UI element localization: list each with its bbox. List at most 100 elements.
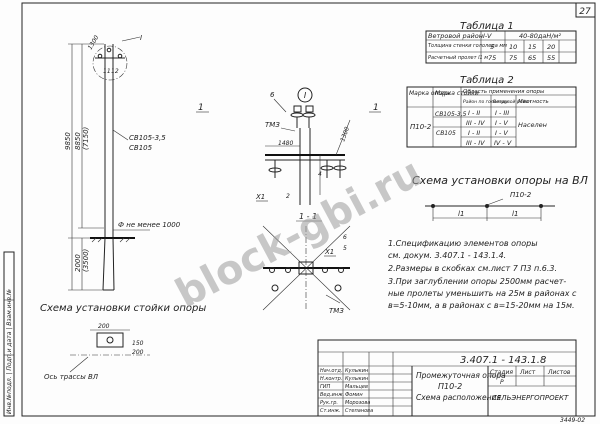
notes: 1.Спецификацию элементов опоры см. докум… <box>388 239 577 310</box>
tb-staff-4-role: Рук.гр. <box>320 400 338 406</box>
table1-r1-c1: 5 <box>490 43 494 51</box>
table1-r2-c2: 75 <box>509 54 517 62</box>
table2-r1-c3: I - V <box>495 119 508 127</box>
scheme-stand-title: Схема установки стойки опоры <box>40 303 206 314</box>
section-mark-left: 1 <box>198 103 204 113</box>
table1-r2-c4: 55 <box>547 54 555 62</box>
tb-staff-3-name: Фомин <box>345 392 363 398</box>
note-line-4: 3.При заглублении опоры 2500мм расчет- <box>388 277 566 286</box>
tb-doc-code: 3.407.1 - 143.1.8 <box>460 355 546 366</box>
section-marks: 1 1 <box>196 103 381 113</box>
note-line-2: см. докум. 3.407.1 - 143.1.4. <box>388 251 506 260</box>
pole-dim-9850: 9850 <box>64 132 72 150</box>
table2-pole-mark: П10-2 <box>410 123 432 131</box>
view-i-x1: X1 <box>255 193 265 201</box>
table1: Ветровой район I-V 40-80даН/м² Толщина с… <box>425 30 577 64</box>
table1-r0-c3: 40-80даН/м² <box>519 32 561 40</box>
table1-r1-c3: 15 <box>528 43 536 51</box>
table2: Марка опоры Марка стойки Область примене… <box>406 86 577 148</box>
view-i: I 6 ТМЗ 1480 1300 X1 4 2 <box>255 87 351 205</box>
tb-org: СЕЛЬЭНЕРГОПРОЕКТ <box>492 394 569 402</box>
view-i-callout-4: 4 <box>318 171 322 178</box>
note-line-1: 1.Спецификацию элементов опоры <box>388 239 538 248</box>
tb-title-3: Схема расположения <box>416 393 501 402</box>
table2-r0-c1: СВ105-3,5 <box>435 111 467 118</box>
pole-top-mark: I <box>140 34 142 42</box>
table2-header-1: Марка стойки <box>435 90 479 97</box>
pole-dim-2000: 2000 <box>74 254 82 272</box>
scheme-stand-dim-150: 150 <box>132 340 144 347</box>
table2-r3-c3: IV - V <box>494 139 512 147</box>
tb-staff-1-name: Кулыкин <box>345 376 369 382</box>
section-callout-5: 5 <box>343 245 347 252</box>
table1-r2-c1: 75 <box>488 54 496 62</box>
pole-elevation: I 11 12 1300 8850 (7150) 9850 2000 (3500… <box>64 34 181 291</box>
section-1-1: 1 - 1 X1 6 5 ТМЗ <box>262 212 351 315</box>
pole-ground-note: Ф не менее 1000 <box>118 221 181 229</box>
view-i-dim-1300: 1300 <box>339 126 351 143</box>
scheme-vl-title: Схема установки опоры на ВЛ <box>412 174 588 187</box>
table1-r2-c3: 65 <box>528 54 536 62</box>
table2-subheader-2: Местность <box>518 99 549 105</box>
table2-header-2: Область применения опоры <box>463 89 545 95</box>
view-i-callout-2: 2 <box>286 193 290 200</box>
pole-dim-7150: (7150) <box>82 126 90 150</box>
table2-r0-c4: Населен <box>518 121 547 129</box>
table2-subheader-1: Ветровой район <box>493 99 531 105</box>
tb-staff-2-name: Мальцев <box>345 384 368 390</box>
tb-staff-1-role: Н.контр. <box>320 376 342 382</box>
tb-stage-value: Р <box>500 379 504 386</box>
pole-stand-label-1: СВ105-3,5 <box>129 134 166 142</box>
scheme-stand-dim-200a: 200 <box>98 323 110 330</box>
title-block: 3.407.1 - 143.1.8 Промежуточная опора П1… <box>317 339 577 417</box>
tb-sheets-header: Листов <box>547 369 571 376</box>
side-stamp-strip <box>3 251 15 417</box>
table1-r0-c0: Ветровой район <box>428 32 483 40</box>
table2-header-0: Марка опоры <box>409 90 451 97</box>
note-line-5: ные пролеты уменьшить на 25м в районах с <box>388 289 577 298</box>
scheme-stand-axis-label: Ось трассы ВЛ <box>44 373 99 381</box>
section-mark-right: 1 <box>373 103 379 113</box>
pole-stand-label-2: СВ105 <box>129 144 153 152</box>
table1-r1-c4: 20 <box>547 43 555 51</box>
scheme-vl-pole-label: П10-2 <box>510 191 532 199</box>
callout-12: 12 <box>111 68 119 75</box>
table1-title: Таблица 1 <box>460 20 514 32</box>
table2-r3-c2: III - IV <box>466 139 485 147</box>
view-i-callout-6: 6 <box>270 91 275 99</box>
view-i-dim-1480: 1480 <box>278 140 293 147</box>
table2-r2-c3: I - V <box>495 129 508 137</box>
table1-r1-c0: Толщина стенки гололеда мм <box>428 43 507 49</box>
tb-title-1: Промежуточная опора <box>416 371 506 380</box>
table1-r1-c2: 10 <box>509 43 517 51</box>
tb-staff-0-role: Нач.отд. <box>320 368 342 374</box>
section-1-1-title: 1 - 1 <box>299 212 317 221</box>
table2-r1-c2: III - IV <box>466 119 485 127</box>
sheet-frame <box>21 2 596 417</box>
tb-staff-0-name: Кулыкин <box>345 368 369 374</box>
pole-dim-1300: 1300 <box>87 34 101 51</box>
table2-r0-c2: I - II <box>468 109 480 117</box>
section-tm3: ТМЗ <box>329 307 344 315</box>
scheme-stand-dim-200b: 200 <box>132 349 144 356</box>
tb-sheet-header: Лист <box>519 369 536 376</box>
table2-r0-c3: I - III <box>495 109 509 117</box>
tb-staff-5-role: Ст.инж. <box>320 408 341 414</box>
pole-dim-8850: 8850 <box>74 132 82 150</box>
scheme-vl-span-1: l1 <box>458 210 464 218</box>
view-i-tm3: ТМЗ <box>265 121 280 129</box>
tb-title-2: П10-2 <box>438 382 462 391</box>
table1-r2-c0: Расчетный пролет l1 м <box>428 55 488 61</box>
section-x1: X1 <box>324 248 334 256</box>
side-stamp-text: Инв.№подл. | Подп.и дата | Взам.инв.№ <box>6 289 13 414</box>
page-number-box <box>575 2 596 18</box>
note-line-6: в=5-10мм, а в районах с в=15-20мм на 15м… <box>388 301 575 310</box>
scheme-stand: Схема установки стойки опоры 200 150 200… <box>40 303 206 381</box>
view-i-label: I <box>304 91 307 100</box>
tb-staff-3-role: Вед.инж. <box>320 392 344 398</box>
page-number: 27 <box>579 7 591 17</box>
table2-subheader-0: Район по гололеду <box>463 99 508 105</box>
tb-staff-2-role: ГИП <box>320 384 331 390</box>
